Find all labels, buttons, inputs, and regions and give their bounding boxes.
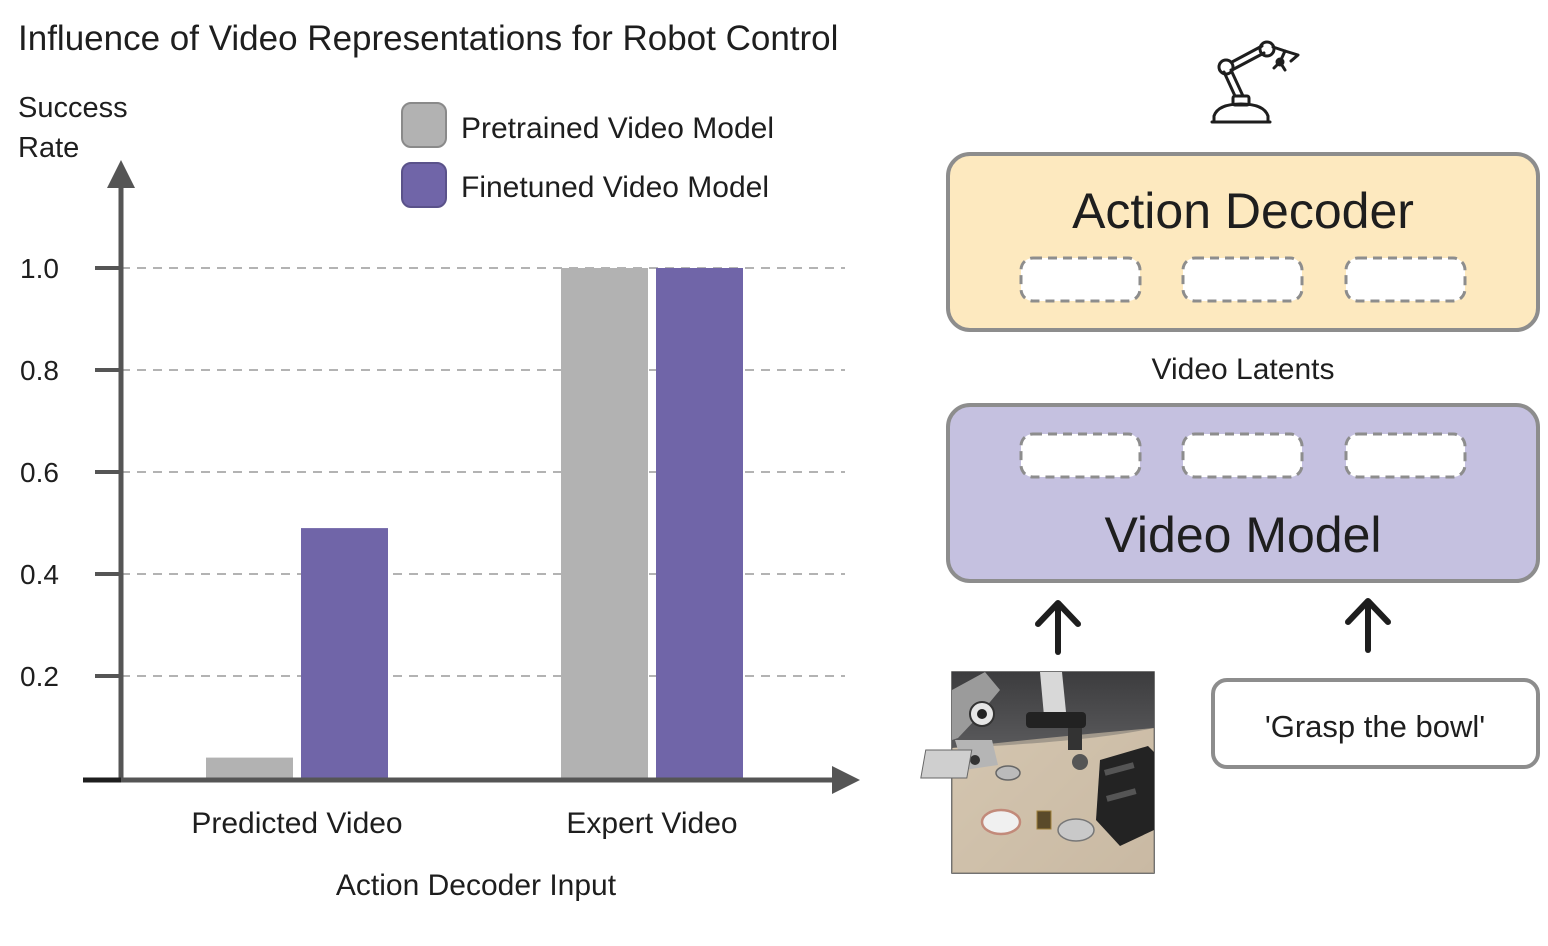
video-model-label: Video Model bbox=[1104, 507, 1381, 563]
bar-finetuned-predicted-video bbox=[301, 528, 388, 778]
y-tick-label-0-2: 0.2 bbox=[20, 661, 59, 692]
y-tick-label-0-6: 0.6 bbox=[20, 457, 59, 488]
y-axis-label-line2: Rate bbox=[18, 132, 79, 164]
action-decoder-label: Action Decoder bbox=[1072, 183, 1414, 239]
bar-finetuned-expert-video bbox=[656, 268, 743, 778]
robot-scene-image bbox=[920, 671, 1155, 874]
x-tick-label-predicted-video: Predicted Video bbox=[191, 807, 402, 840]
instruction-text-box bbox=[1211, 678, 1540, 769]
y-tick-label-0-8: 0.8 bbox=[20, 355, 59, 386]
y-tick-label-1-0: 1.0 bbox=[20, 253, 59, 284]
bar-pretrained-predicted-video bbox=[206, 757, 293, 778]
x-axis-arrow bbox=[832, 766, 860, 794]
legend-swatch-finetuned bbox=[401, 162, 447, 208]
action-decoder-slot-3 bbox=[1344, 256, 1467, 303]
legend-label-finetuned: Finetuned Video Model bbox=[461, 171, 769, 204]
instruction-text: 'Grasp the bowl' bbox=[1265, 709, 1485, 744]
legend-swatch-pretrained bbox=[401, 102, 447, 148]
video-model-slot-1 bbox=[1019, 432, 1142, 479]
chart-title: Influence of Video Representations for R… bbox=[18, 19, 838, 58]
bar-pretrained-expert-video bbox=[561, 268, 648, 778]
grid-lines bbox=[95, 266, 845, 678]
robot-arm-icon bbox=[1210, 40, 1300, 124]
axes bbox=[83, 160, 860, 794]
up-arrow-icon bbox=[1035, 600, 1081, 655]
legend: Pretrained Video Model Finetuned Video M… bbox=[401, 102, 774, 208]
legend-label-pretrained: Pretrained Video Model bbox=[461, 112, 774, 145]
video-model-slot-3 bbox=[1344, 432, 1467, 479]
y-axis-label: Success bbox=[18, 92, 128, 124]
x-tick-label-expert-video: Expert Video bbox=[566, 807, 737, 840]
bars bbox=[206, 268, 743, 778]
action-decoder-slot-1 bbox=[1019, 256, 1142, 303]
y-axis-ticks: 1.0 0.8 0.6 0.4 0.2 bbox=[20, 253, 59, 692]
up-arrow-icon bbox=[1345, 598, 1391, 653]
action-decoder-slot-2 bbox=[1181, 256, 1304, 303]
x-axis-label: Action Decoder Input bbox=[336, 869, 617, 902]
y-tick-label-0-4: 0.4 bbox=[20, 559, 59, 590]
video-model-slot-2 bbox=[1181, 432, 1304, 479]
action-decoder-box bbox=[946, 152, 1540, 332]
video-latents-label: Video Latents bbox=[1152, 353, 1335, 386]
y-axis-arrow bbox=[107, 160, 135, 188]
